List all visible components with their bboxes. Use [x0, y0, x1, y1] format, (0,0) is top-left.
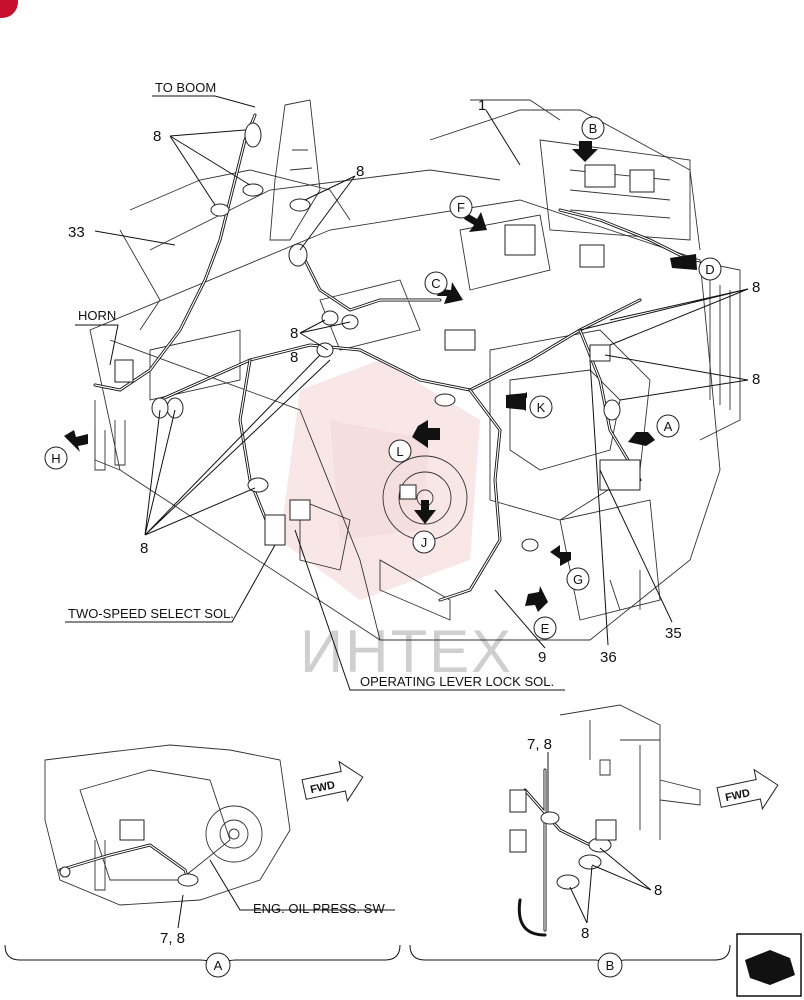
wire-harness	[93, 113, 692, 602]
corner-badge	[0, 0, 18, 18]
part-8-mid2: 8	[290, 349, 298, 366]
callout-B: B	[589, 121, 598, 136]
callout-A: A	[664, 419, 673, 434]
callout-F: F	[457, 200, 465, 215]
callout-J: J	[421, 535, 428, 550]
part-33: 33	[68, 224, 85, 241]
callout-markers: B F C D K A L J G E H	[44, 116, 722, 640]
fwd-label-a: FWD	[309, 779, 336, 796]
callout-H: H	[51, 451, 60, 466]
callout-K: K	[537, 400, 546, 415]
detail-label-a: A	[214, 958, 223, 973]
pointer-arrow-icon	[64, 141, 697, 612]
label-operating-lever: OPERATING LEVER LOCK SOL.	[360, 674, 554, 689]
label-two-speed: TWO-SPEED SELECT SOL.	[68, 606, 234, 621]
part-36: 36	[600, 649, 617, 666]
callout-G: G	[573, 572, 583, 587]
detail-view-a: 7, 8 ENG. OIL PRESS. SW FWD A	[4, 744, 401, 978]
main-labels: TO BOOM HORN TWO-SPEED SELECT SOL. OPERA…	[68, 80, 760, 689]
callout-D: D	[705, 262, 714, 277]
part-8-top-mid: 8	[356, 163, 364, 180]
forward-arrow-icon: FWD	[716, 768, 779, 811]
part-7-8-detail-a: 7, 8	[160, 930, 185, 947]
label-to-boom: TO BOOM	[155, 80, 216, 95]
part-8-detail-b-bottom: 8	[581, 925, 589, 942]
callout-C: C	[431, 276, 440, 291]
part-9: 9	[538, 649, 546, 666]
callout-L: L	[396, 444, 403, 459]
label-eng-oil: ENG. OIL PRESS. SW	[253, 901, 385, 916]
watermark-text: ИНТЕХ	[300, 618, 513, 685]
part-8-bottom-left: 8	[140, 540, 148, 557]
part-8-top-left: 8	[153, 128, 161, 145]
part-8-mid: 8	[290, 325, 298, 342]
part-1: 1	[478, 97, 486, 114]
part-8-detail-b-right: 8	[654, 882, 662, 899]
page-corner-nav-icon[interactable]	[736, 933, 802, 997]
detail-view-b: 7, 8 8 8 FWD B	[409, 704, 779, 978]
part-7-8-detail-b: 7, 8	[527, 736, 552, 753]
fwd-label-b: FWD	[724, 787, 751, 804]
leader-lines	[65, 95, 749, 691]
detail-label-b: B	[606, 958, 615, 973]
part-8-right-lower: 8	[752, 371, 760, 388]
part-8-right-upper: 8	[752, 279, 760, 296]
part-35: 35	[665, 625, 682, 642]
forward-arrow-icon: FWD	[301, 760, 364, 803]
label-horn: HORN	[78, 308, 116, 323]
callout-E: E	[541, 621, 550, 636]
